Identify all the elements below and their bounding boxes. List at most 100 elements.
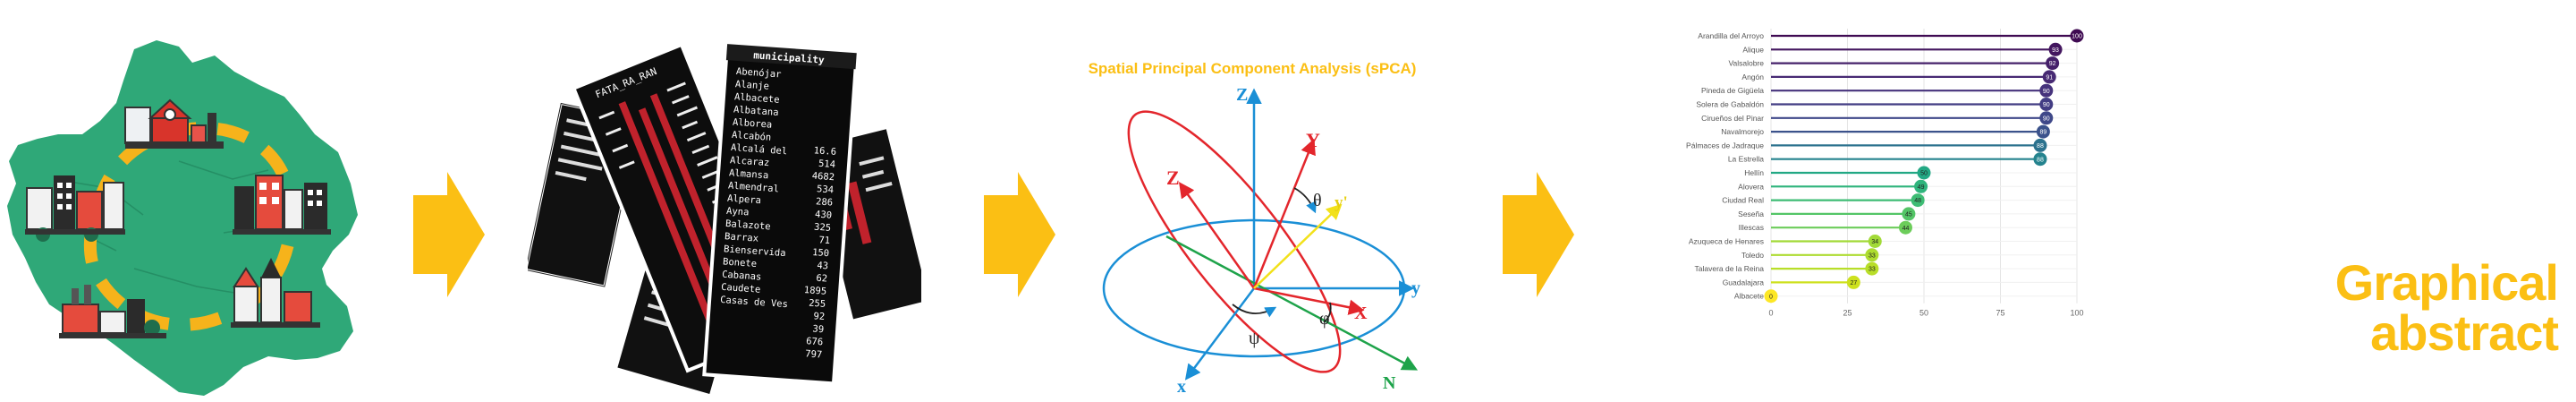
sheet-name-row: Alcabón <box>732 130 772 143</box>
data-point <box>2048 42 2063 56</box>
sheet-name-row: Alpera <box>727 193 762 207</box>
axis-y-prime-line <box>1253 203 1343 289</box>
data-point <box>2039 83 2054 98</box>
sheet-value-row: 325 <box>814 222 832 234</box>
data-point <box>1898 220 1912 235</box>
rotated-plane-ellipse <box>1127 110 1342 373</box>
category-label: Navalmorejo <box>1721 127 1764 136</box>
data-point <box>2036 124 2050 139</box>
sheet-name-row: Balazote <box>725 218 771 232</box>
data-value-label: 45 <box>1905 212 1912 218</box>
sheet-value-row: 43 <box>817 261 828 272</box>
data-value-label: 88 <box>2037 157 2044 163</box>
label-y: y <box>1411 278 1420 298</box>
data-sheets-illustration: FATA_RA_RAN municipality AbenójarAlanjeA… <box>528 42 921 398</box>
flow-arrow-3 <box>1503 172 1574 297</box>
label-x: x <box>1177 377 1186 397</box>
category-label: Solera de Gabaldón <box>1696 100 1764 109</box>
data-value-label: 89 <box>2039 130 2046 136</box>
graphical-abstract-line2: abstract <box>2370 304 2559 361</box>
category-label: Illescas <box>1739 223 1764 232</box>
sheet-name-row: Alborea <box>733 117 773 131</box>
town-illustration-left <box>25 175 125 242</box>
label-psi: ψ <box>1249 329 1260 348</box>
data-value-label: 90 <box>2043 102 2050 108</box>
category-label: Alovera <box>1738 182 1764 191</box>
data-value-label: 90 <box>2043 89 2050 95</box>
sheet-value-row: 534 <box>817 184 835 195</box>
label-N: N <box>1383 373 1396 393</box>
sheet-value-row: 4682 <box>811 171 835 184</box>
sheet-name-row: Abenójar <box>736 66 782 80</box>
graphical-abstract-title: Graphical abstract <box>2263 258 2559 361</box>
sheet-name-row: Caudete <box>721 282 761 295</box>
sheet-value-row: 39 <box>812 323 824 335</box>
spca-title: Spatial Principal Component Analysis (sP… <box>1089 60 1417 77</box>
sheet-header: municipality <box>753 49 826 66</box>
data-value-label: 34 <box>1871 239 1878 245</box>
psi-arc <box>1232 304 1277 318</box>
town-illustration-bottom-left <box>59 285 166 338</box>
label-y-prime: y' <box>1335 193 1348 212</box>
sheet-value-row: 1895 <box>803 285 826 297</box>
sheet-value-row: 676 <box>806 336 824 347</box>
sheet-value-row: 150 <box>812 247 830 259</box>
sheet-name-row: Bonete <box>723 256 758 269</box>
data-point <box>2039 98 2054 111</box>
data-point <box>1911 193 1925 208</box>
sheet-value-row: 255 <box>809 298 826 310</box>
sheet-name-row: Alcalá del <box>731 142 788 157</box>
data-point <box>2039 111 2054 125</box>
data-value-label: 33 <box>1868 252 1876 259</box>
x-tick-label: 100 <box>2070 309 2083 318</box>
sheet-value-row: 62 <box>816 273 827 285</box>
chart-lollipop-lines <box>1771 34 2077 284</box>
sheet-value-row: 71 <box>818 235 830 246</box>
label-Y: Y <box>1306 129 1320 151</box>
data-point <box>1764 289 1778 304</box>
sheet-name-row: Alanje <box>735 79 770 92</box>
town-illustration-top <box>124 98 224 149</box>
municipality-name-list: AbenójarAlanjeAlbaceteAlbatanaAlboreaAlc… <box>720 66 789 310</box>
category-label: Guadalajara <box>1723 278 1765 287</box>
category-label: La Estrella <box>1728 155 1764 164</box>
sheet-name-row: Almendral <box>728 180 780 194</box>
sheet-name-row: Ayna <box>726 206 750 218</box>
axis-x-line <box>1184 287 1255 381</box>
category-label: Pineda de Gigüela <box>1701 86 1764 95</box>
sheet-value-row: 16.6 <box>813 145 836 158</box>
sheet-name-row: Alcaraz <box>730 155 770 168</box>
sheet-value-row: 286 <box>816 196 834 208</box>
data-point <box>2046 56 2060 71</box>
data-point <box>1914 179 1928 193</box>
theta-arc <box>1293 187 1317 214</box>
data-value-label: 33 <box>1868 267 1876 273</box>
data-point <box>1865 261 1879 276</box>
data-sheet-front-list: municipality AbenójarAlanjeAlbaceteAlbat… <box>702 42 859 386</box>
label-phi: φ <box>1319 309 1330 329</box>
spca-rotation-diagram: Spatial Principal Component Analysis (sP… <box>1089 60 1420 397</box>
category-label: Albacete <box>1734 292 1764 301</box>
category-label: Angón <box>1741 73 1764 81</box>
phi-arc <box>1323 302 1332 323</box>
chart-category-labels: Arandilla del ArroyoAliqueValsalobreAngó… <box>1686 31 1764 301</box>
data-point <box>1846 275 1860 289</box>
sheet-name-row: Bienservida <box>724 244 786 259</box>
sheet-value-row: 797 <box>805 348 823 360</box>
category-label: Valsalobre <box>1728 59 1764 68</box>
category-label: Alique <box>1742 45 1764 54</box>
data-value-label: 44 <box>1902 226 1910 232</box>
data-point <box>2033 138 2047 152</box>
data-value-label: 90 <box>2043 115 2050 122</box>
data-point <box>1868 235 1882 248</box>
sheet-name-row: Barrax <box>724 231 759 244</box>
category-label: Pálmaces de Jadraque <box>1686 141 1764 150</box>
sheet-name-row: Almansa <box>729 167 769 181</box>
category-label: Seseña <box>1738 210 1764 218</box>
data-value-label: 88 <box>2037 143 2044 150</box>
x-tick-label: 25 <box>1843 309 1852 318</box>
label-theta: θ <box>1313 191 1322 210</box>
sheet-name-row: Casas de Ves <box>720 295 789 310</box>
town-illustration-right <box>233 175 331 235</box>
